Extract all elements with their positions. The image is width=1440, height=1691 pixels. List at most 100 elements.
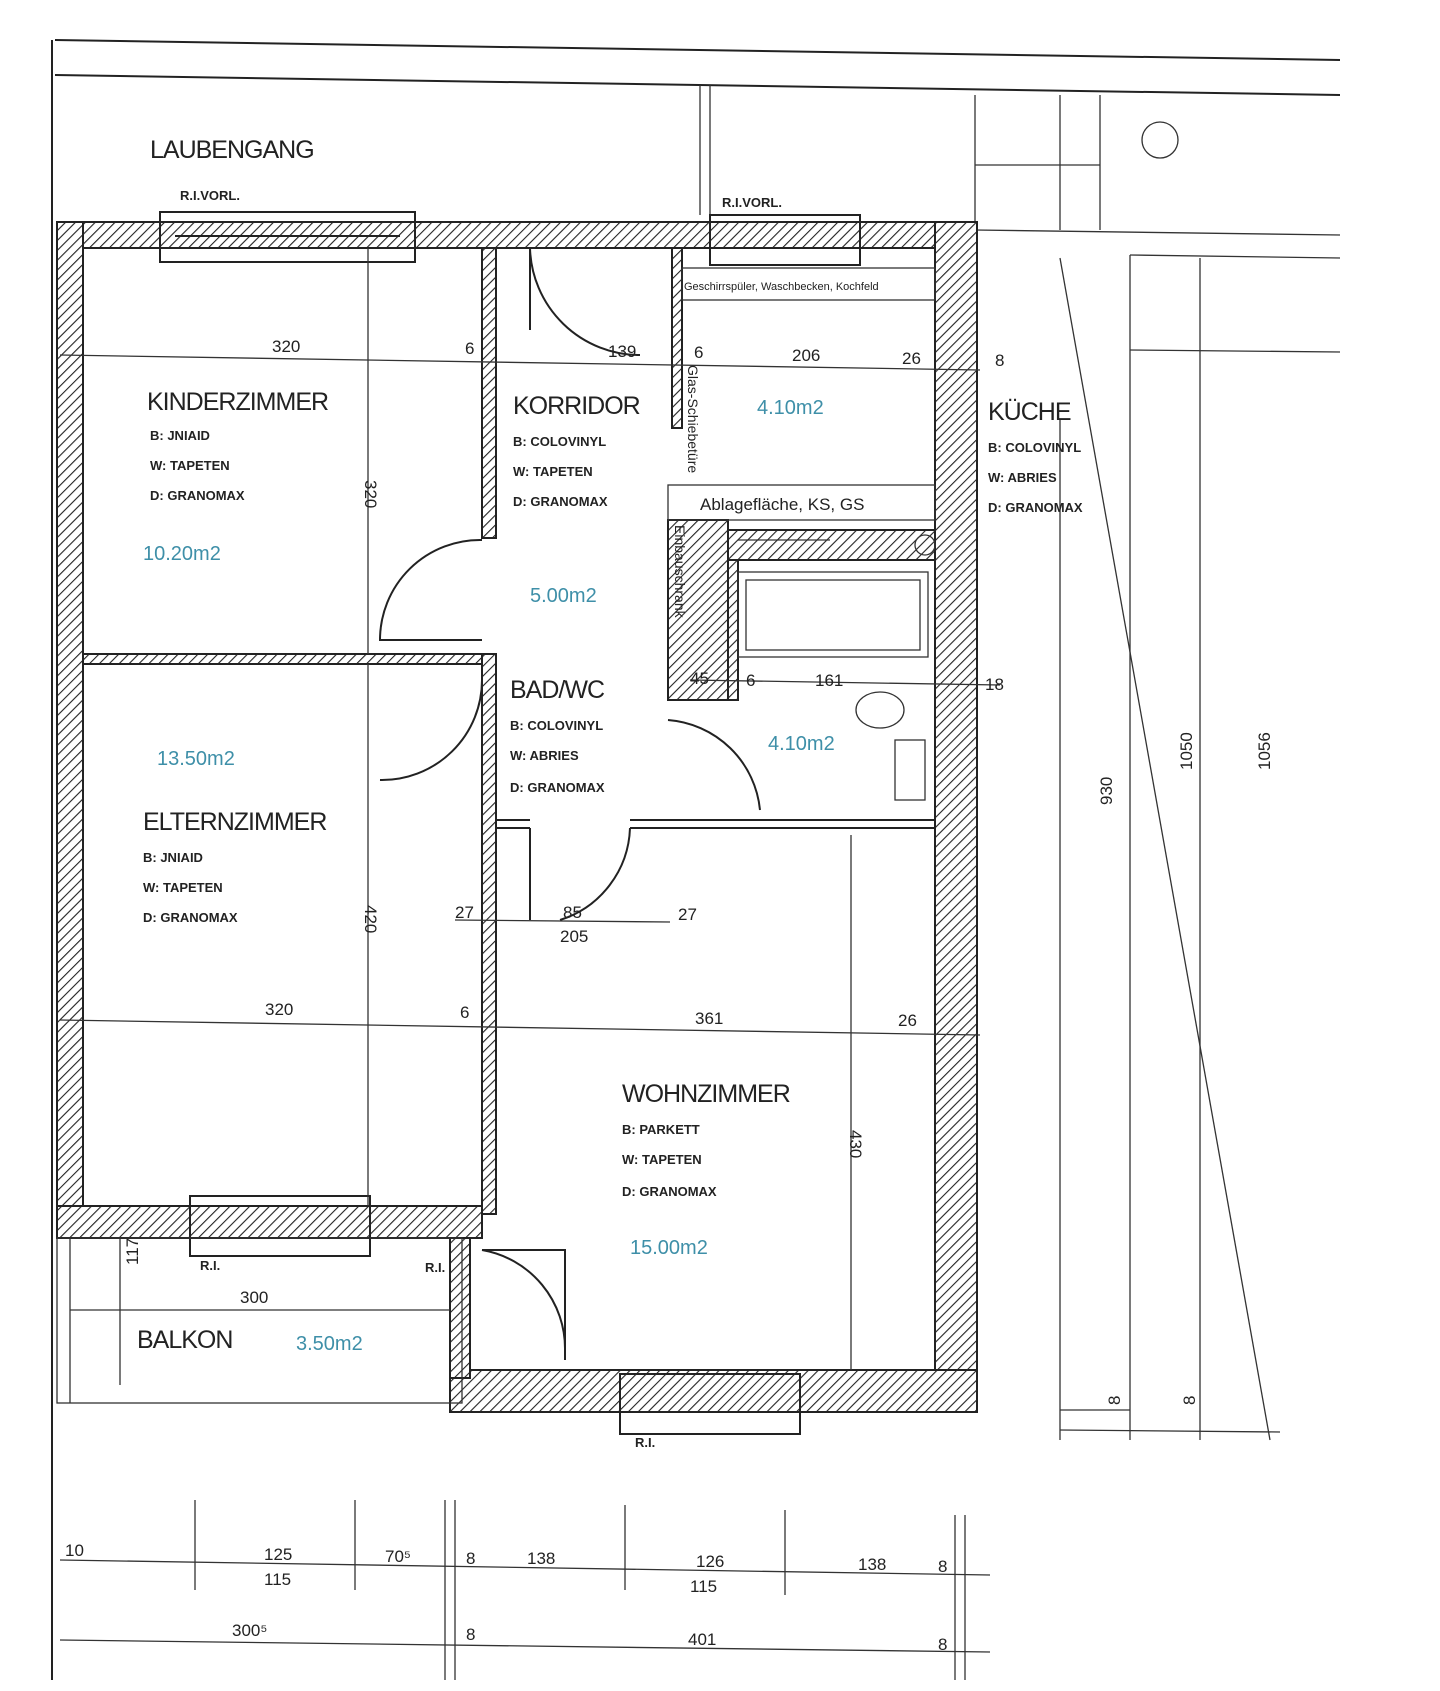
room-ceiling: D: GRANOMAX [150,488,245,503]
room-kueche: KÜCHE B: COLOVINYL W: ABRIES D: GRANOMAX… [757,397,1083,515]
dim-label: 117 [123,1238,142,1265]
room-area: 5.00m2 [530,585,597,607]
label-storage: Ablagefläche, KS, GS [700,495,864,514]
dim-label: 6 [465,339,474,358]
dim-label: 361 [695,1009,723,1028]
room-elternzimmer: 13.50m2 ELTERNZIMMER B: JNIAID W: TAPETE… [143,748,327,925]
dim-label: 27 [455,903,474,922]
dim-label: 26 [898,1011,917,1030]
site-lines [51,39,1341,1680]
label-rivorl-left: R.I.VORL. [180,188,240,203]
dim-label: 320 [265,1000,293,1019]
room-ceiling: D: GRANOMAX [513,494,608,509]
fixtures [667,267,936,801]
dim-label: 300 [240,1288,268,1307]
room-wall: W: TAPETEN [622,1152,702,1167]
label-ri-balcony-right: R.I. [425,1260,445,1275]
dim-label: 430 [846,1130,865,1158]
room-name: ELTERNZIMMER [143,808,326,836]
dim-label: 300⁵ [232,1621,267,1640]
room-name: BAD/WC [510,676,605,704]
room-floor: B: COLOVINYL [513,434,606,449]
dim-label: 1050 [1177,732,1196,770]
room-area: 10.20m2 [143,543,221,565]
dim-label: 8 [1180,1396,1199,1405]
room-kinderzimmer: KINDERZIMMER B: JNIAID W: TAPETEN D: GRA… [143,388,329,565]
bathtub [737,571,929,658]
label-glass-door: Glas-Schiebetüre [685,365,701,473]
sink [894,739,926,801]
dim-label: 1056 [1255,732,1274,770]
label-kitchen-counter: Geschirrspüler, Waschbecken, Kochfeld [684,281,879,293]
dim-label: 138 [527,1549,555,1568]
dim-label: 27 [678,905,697,924]
walls [56,221,978,1413]
room-name: KÜCHE [988,398,1071,426]
room-floor: B: COLOVINYL [988,440,1081,455]
room-floor: B: JNIAID [150,428,210,443]
dim-label: 8 [466,1625,475,1644]
dim-label: 26 [902,349,921,368]
room-name: KINDERZIMMER [147,388,328,416]
dim-label: 401 [688,1630,716,1649]
dim-label: 161 [815,671,843,690]
dim-label: 8 [995,351,1004,370]
doors [378,247,761,1360]
label-rivorl-right: R.I.VORL. [722,195,782,210]
room-wall: W: TAPETEN [513,464,593,479]
dim-label: 115 [264,1570,291,1589]
dim-label: 6 [746,671,755,690]
room-floor: B: PARKETT [622,1122,700,1137]
dim-label: 85 [563,903,582,922]
dim-label: 6 [460,1003,469,1022]
dim-label: 205 [560,927,588,946]
dim-label: 320 [361,480,380,508]
room-ceiling: D: GRANOMAX [143,910,238,925]
toilet [855,691,905,729]
room-name: KORRIDOR [513,392,640,420]
room-wall: W: TAPETEN [150,458,230,473]
dim-label: 8 [466,1549,475,1568]
room-floor: B: JNIAID [143,850,203,865]
dim-label: 930 [1097,777,1116,805]
dimension-labels: 320 6 139 6 206 26 8 320 45 6 161 18 27 … [65,337,1274,1654]
label-ri-balcony-left: R.I. [200,1258,220,1273]
label-laubengang: LAUBENGANG [150,136,314,164]
dim-label: 18 [985,675,1004,694]
room-name: WOHNZIMMER [622,1080,790,1108]
room-area: 4.10m2 [757,397,824,419]
dimension-lines [59,248,1001,1680]
label-ri-bottom: R.I. [635,1435,655,1450]
label-builtin-closet: Einbauschrank [672,525,688,619]
room-area: 15.00m2 [630,1237,708,1259]
dim-label: 8 [938,1557,947,1576]
dim-label: 70⁵ [385,1547,411,1566]
dim-label: 8 [1105,1396,1124,1405]
room-wall: W: ABRIES [988,470,1057,485]
dim-label: 115 [690,1577,717,1596]
room-ceiling: D: GRANOMAX [988,500,1083,515]
room-name: BALKON [137,1326,232,1354]
room-area: 4.10m2 [768,733,835,755]
dim-label: 8 [938,1635,947,1654]
dim-label: 206 [792,346,820,365]
dim-label: 138 [858,1555,886,1574]
dim-label: 125 [264,1545,292,1564]
dim-label: 139 [608,342,636,361]
room-bad: BAD/WC B: COLOVINYL W: ABRIES D: GRANOMA… [510,676,835,795]
room-wall: W: ABRIES [510,748,579,763]
dim-label: 45 [690,669,709,688]
room-area: 13.50m2 [157,748,235,770]
room-floor: B: COLOVINYL [510,718,603,733]
room-balkon: BALKON 3.50m2 [137,1326,363,1355]
room-wall: W: TAPETEN [143,880,223,895]
dim-label: 420 [361,905,380,933]
room-korridor: KORRIDOR B: COLOVINYL W: TAPETEN D: GRAN… [513,392,641,607]
room-wohnzimmer: WOHNZIMMER B: PARKETT W: TAPETEN D: GRAN… [622,1080,791,1259]
room-ceiling: D: GRANOMAX [622,1184,717,1199]
balcony [56,1237,463,1404]
dim-label: 10 [65,1541,84,1560]
room-area: 3.50m2 [296,1333,363,1355]
dim-label: 320 [272,337,300,356]
